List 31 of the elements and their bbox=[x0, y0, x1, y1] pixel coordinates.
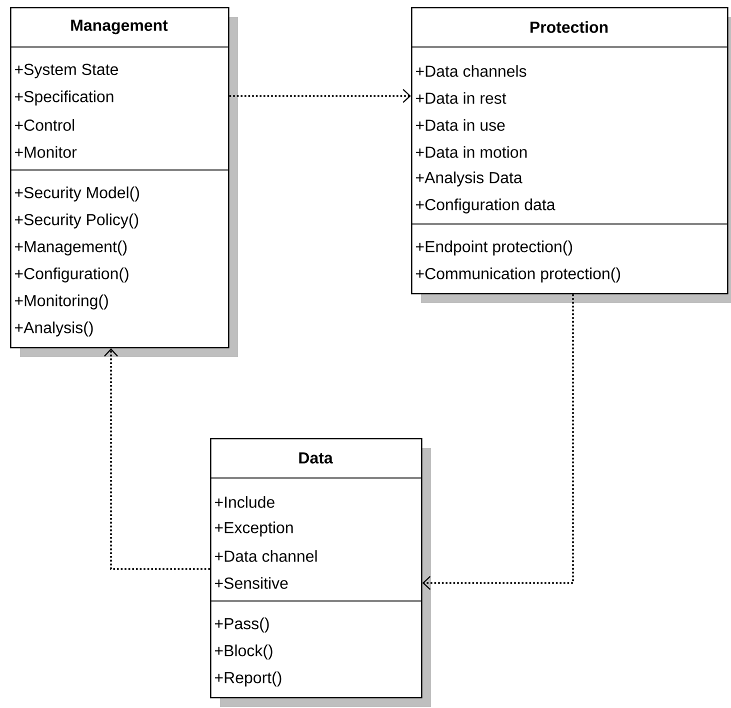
attribute-text: +Data in rest bbox=[416, 92, 506, 104]
method-text: +Endpoint protection() bbox=[416, 240, 572, 256]
dependency-arrow bbox=[422, 294, 574, 590]
dependency-arrow bbox=[104, 348, 210, 570]
attribute-text: +System State bbox=[15, 64, 118, 78]
method-text: +Analysis() bbox=[15, 322, 93, 336]
method-text: +Report() bbox=[215, 672, 282, 686]
dependency-arrow bbox=[229, 89, 411, 103]
attribute-text: +Configuration data bbox=[416, 198, 556, 214]
class-name: Protection bbox=[530, 21, 608, 33]
attribute-text: +Data in motion bbox=[416, 146, 527, 158]
attribute-text: +Analysis Data bbox=[416, 172, 522, 186]
attribute-text: +Data in use bbox=[416, 119, 505, 131]
attribute-text: +Include bbox=[215, 496, 274, 508]
attribute-text: +Data channels bbox=[416, 65, 526, 77]
method-text: +Security Policy() bbox=[15, 214, 138, 228]
method-text: +Pass() bbox=[215, 618, 269, 632]
class-name: Data bbox=[299, 452, 333, 464]
attribute-text: +Control bbox=[15, 119, 74, 131]
method-text: +Communication protection() bbox=[416, 268, 620, 282]
method-text: +Management() bbox=[15, 240, 127, 256]
class-name: Management bbox=[71, 20, 168, 34]
method-text: +Block() bbox=[215, 644, 272, 660]
attribute-text: +Sensitive bbox=[215, 577, 288, 589]
method-text: +Monitoring() bbox=[15, 294, 108, 310]
method-text: +Configuration() bbox=[15, 268, 128, 282]
attribute-text: +Specification bbox=[15, 90, 114, 106]
attribute-text: +Monitor bbox=[15, 146, 77, 158]
attribute-text: +Data channel bbox=[215, 550, 317, 562]
method-text: +Security Model() bbox=[15, 186, 139, 202]
attribute-text: +Exception bbox=[215, 522, 293, 536]
